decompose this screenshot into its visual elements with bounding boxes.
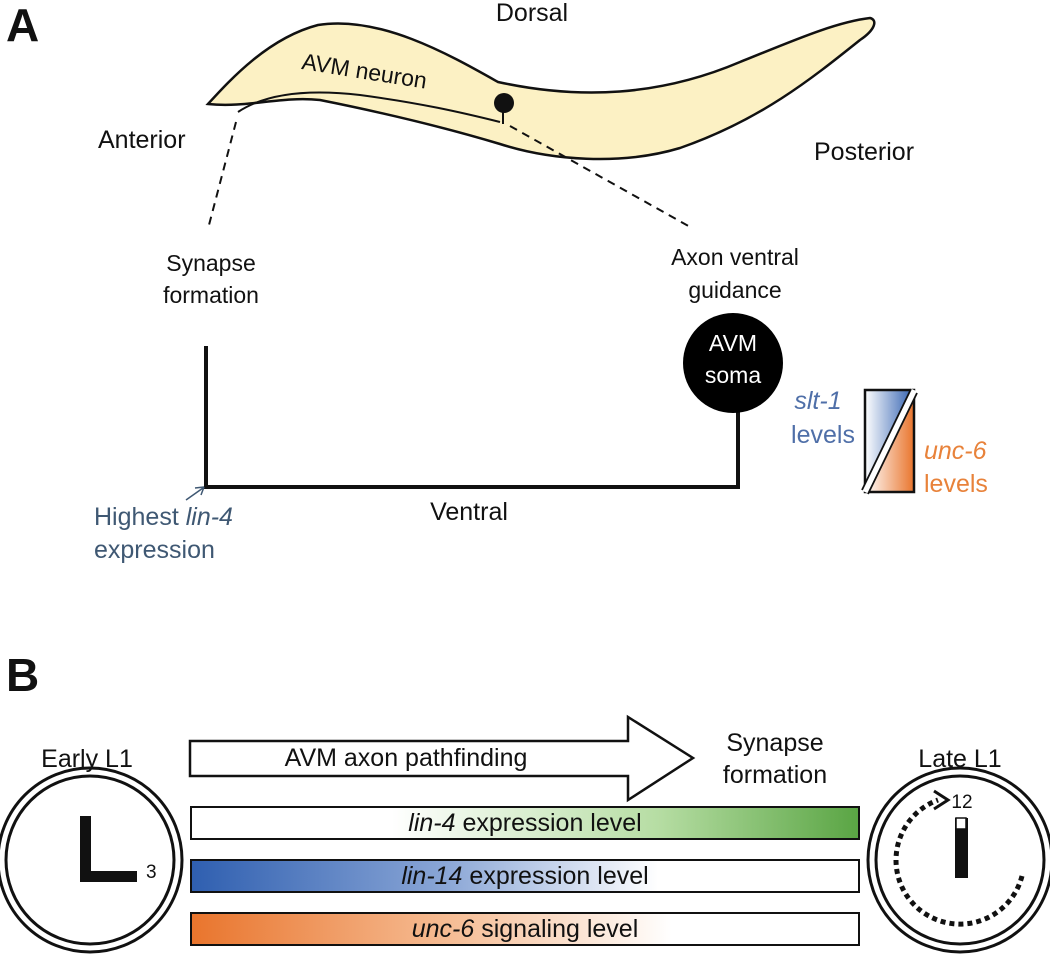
- clock-late-dotted-arc: [893, 797, 1025, 927]
- worm-body: [205, 16, 876, 161]
- dorsal-label: Dorsal: [495, 0, 569, 27]
- avm-soma-label-line2: soma: [704, 362, 762, 388]
- lin4-bar-text: expression level: [455, 808, 642, 837]
- lin14-expression-bar: lin-14 expression level: [190, 859, 860, 893]
- clock-late-hand-cap: [955, 817, 967, 830]
- dashed-line-guidance: [509, 125, 693, 229]
- lin4-arrow-line: [185, 487, 204, 501]
- clock-early-minute-hand: [80, 871, 137, 882]
- highest-lin4-label: Highest lin-4: [94, 502, 233, 532]
- clock-late-hour-hand: [955, 818, 968, 878]
- panel-a-label: A: [6, 0, 40, 51]
- lin4-bar-gene: lin-4: [408, 808, 456, 837]
- lin4-arrow-head: [194, 486, 205, 496]
- lin4-expression-bar: lin-4 expression level: [190, 806, 860, 840]
- pathfinding-arrow: [188, 714, 696, 803]
- lin4-gene-name: lin-4: [185, 503, 233, 531]
- posterior-label: Posterior: [814, 138, 915, 166]
- avm-neuron-process: [237, 91, 501, 123]
- avm-soma-dot: [494, 93, 514, 113]
- expression-label: expression: [94, 536, 215, 564]
- axon-guidance-line1: Axon ventral: [671, 244, 799, 270]
- highest-prefix: Highest: [94, 503, 186, 531]
- synapse-formation-b-line2: formation: [722, 761, 828, 789]
- slt1-levels-label: levels: [791, 421, 855, 449]
- gradient-box-diagonal: [861, 388, 918, 494]
- ventral-axon-path: [204, 346, 740, 489]
- dashed-line-synapse: [208, 121, 237, 226]
- lin14-bar-text: expression level: [462, 861, 649, 890]
- early-l1-label: Early L1: [41, 745, 133, 773]
- unc6-levels-label: levels: [924, 470, 988, 498]
- late-l1-label: Late L1: [918, 745, 1002, 773]
- synapse-formation-line2: formation: [163, 282, 259, 308]
- pathfinding-arrow-label: AVM axon pathfinding: [284, 744, 528, 772]
- clock-early-hour-hand: [80, 816, 91, 882]
- gradient-box-diagonal-edge-2: [867, 392, 918, 495]
- gradient-box-diagonal-edge-1: [861, 388, 912, 491]
- lin14-bar-gene: lin-14: [401, 861, 463, 890]
- unc6-bar-gene: unc-6: [411, 914, 475, 943]
- clock-late-arrow-head: [933, 789, 951, 811]
- gradient-box-frame: [863, 388, 916, 494]
- ventral-label: Ventral: [430, 498, 508, 526]
- unc6-gene-label: unc-6: [924, 437, 987, 465]
- avm-soma-label-line1: AVM: [708, 330, 758, 356]
- axon-guidance-line2: guidance: [688, 277, 782, 303]
- clock-early-number: 3: [146, 862, 157, 883]
- synapse-formation-b-line1: Synapse: [726, 729, 824, 757]
- avm-soma-circle: [683, 313, 783, 413]
- unc6-bar-text: signaling level: [474, 914, 639, 943]
- synapse-formation-line1: Synapse: [166, 250, 256, 276]
- panel-b-label: B: [6, 649, 40, 701]
- clock-late-number: 12: [951, 792, 973, 813]
- slt1-gene-label: slt-1: [794, 387, 842, 415]
- anterior-label: Anterior: [98, 126, 186, 154]
- unc6-signaling-bar: unc-6 signaling level: [190, 912, 860, 946]
